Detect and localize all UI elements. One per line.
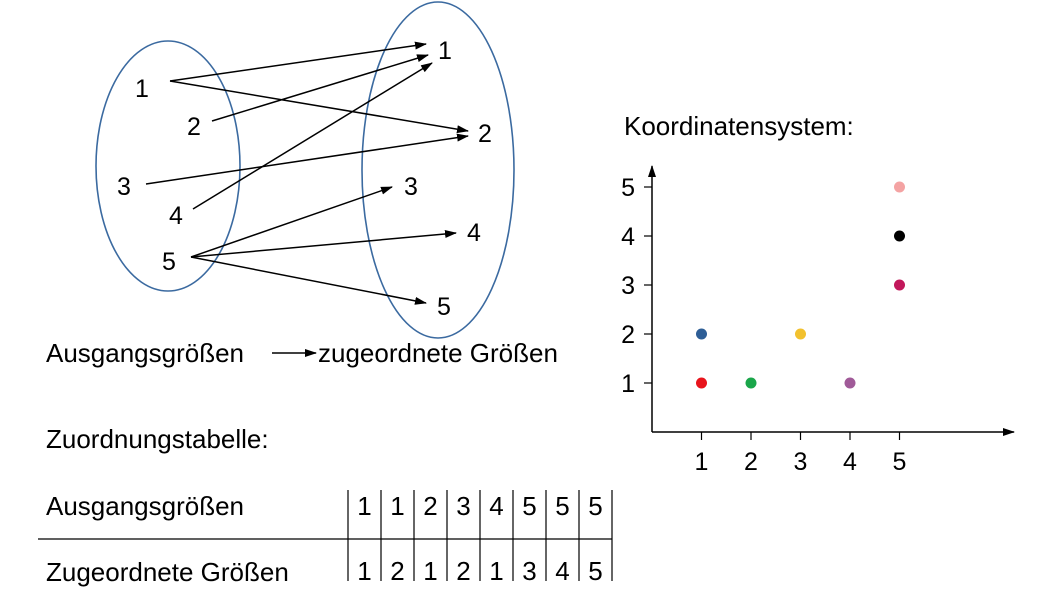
assignment-table: Zuordnungstabelle: Ausgangsgrößen Zugeor… [38, 424, 613, 587]
x-tick-label: 3 [794, 448, 808, 476]
codomain-label-2: 2 [478, 120, 492, 148]
codomain-labels: 1 2 3 4 5 [404, 37, 492, 321]
table-row1-label: Ausgangsgrößen [46, 491, 244, 521]
table-row1-cell: 4 [489, 491, 503, 521]
x-tick-label: 5 [893, 448, 907, 476]
arrow-5-to-5 [190, 256, 427, 305]
table-row2-cell: 1 [357, 556, 371, 586]
axis-ticks: 1 2 3 4 5 1 2 3 4 5 [621, 174, 906, 476]
table-row2-cell: 2 [390, 556, 404, 586]
data-point [696, 377, 707, 389]
y-tick-label: 2 [621, 321, 635, 349]
codomain-label-3: 3 [404, 173, 418, 201]
table-row1-cell: 1 [357, 491, 371, 521]
data-point [894, 279, 905, 291]
x-tick-label: 1 [695, 448, 709, 476]
mapping-caption: Ausgangsgrößen zugeordnete Größen [46, 338, 558, 368]
table-row2-cell: 5 [588, 556, 602, 586]
arrow-1-to-1 [169, 41, 427, 82]
domain-set-ellipse [95, 40, 241, 292]
x-tick-label: 2 [744, 448, 758, 476]
table-grid [347, 490, 613, 581]
codomain-label-4: 4 [467, 219, 481, 247]
chart-title: Koordinatensystem: [624, 111, 854, 141]
table-row1-cell: 5 [555, 491, 569, 521]
table-row1-cell: 5 [522, 491, 536, 521]
data-point [696, 328, 707, 340]
table-row1-cell: 2 [423, 491, 437, 521]
codomain-label-5: 5 [437, 293, 451, 321]
caption-ausgangsgroessen: Ausgangsgrößen [46, 338, 244, 368]
arrow-2-to-1 [211, 54, 429, 122]
mapping-arrows [145, 41, 469, 305]
x-tick-label: 4 [843, 448, 857, 476]
y-tick-label: 5 [621, 174, 635, 202]
table-row1-cell: 3 [456, 491, 470, 521]
table-row2-cell: 2 [456, 556, 470, 586]
table-row2-cell: 3 [522, 556, 536, 586]
codomain-label-1: 1 [438, 37, 452, 65]
data-point [745, 377, 757, 389]
table-title: Zuordnungstabelle: [46, 424, 269, 454]
domain-label-4: 4 [169, 202, 183, 230]
arrow-5-to-3 [190, 186, 393, 258]
caption-zugeordnete-groessen: zugeordnete Größen [318, 338, 558, 368]
table-row2-cell: 1 [423, 556, 437, 586]
mapping-diagram: 1 2 3 4 5 1 2 3 4 5 [95, 1, 515, 339]
domain-labels: 1 2 3 4 5 [117, 75, 201, 276]
table-row1-cell: 1 [390, 491, 404, 521]
table-row2-label: Zugeordnete Größen [46, 557, 289, 587]
arrow-1-to-2 [169, 80, 469, 134]
domain-label-1: 1 [135, 75, 149, 103]
codomain-set-ellipse [361, 1, 515, 339]
arrow-4-to-1 [192, 62, 433, 210]
y-tick-label: 3 [621, 272, 635, 300]
domain-label-3: 3 [117, 173, 131, 201]
domain-label-5: 5 [162, 248, 176, 276]
data-point [795, 328, 806, 340]
arrow-5-to-4 [190, 230, 457, 258]
y-tick-label: 4 [621, 223, 635, 251]
table-row1-cell: 5 [588, 491, 602, 521]
coordinate-chart: Koordinatensystem: 1 2 3 4 5 1 2 3 4 5 [621, 111, 1015, 476]
table-row2-cell: 1 [489, 556, 503, 586]
data-point [894, 181, 905, 193]
arrow-3-to-2 [145, 133, 469, 185]
table-row2-cell: 4 [555, 556, 569, 586]
data-point [844, 377, 856, 389]
domain-label-2: 2 [187, 113, 201, 141]
data-points [696, 181, 905, 389]
y-tick-label: 1 [621, 370, 635, 398]
data-point [894, 230, 905, 242]
